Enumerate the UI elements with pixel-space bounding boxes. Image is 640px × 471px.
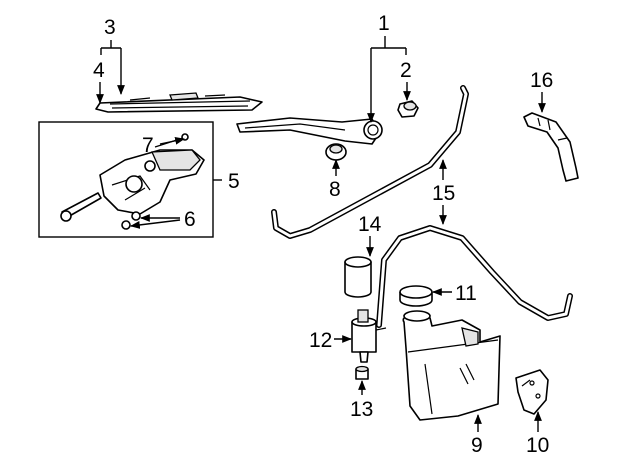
washer-hose [271, 85, 573, 328]
callout-8: 8 [329, 178, 341, 201]
callout-13: 13 [350, 398, 373, 421]
elbow-hose [523, 112, 579, 182]
callout-11: 11 [455, 282, 477, 305]
washer-reservoir [402, 310, 501, 421]
callout-7: 7 [142, 134, 154, 157]
grommet [325, 143, 347, 161]
wiper-motor [60, 133, 205, 230]
callout-15: 15 [432, 182, 455, 205]
wiper-arm [236, 117, 383, 145]
pump-grommet [355, 365, 369, 380]
callout-5: 5 [228, 170, 240, 193]
callout-1: 1 [378, 12, 390, 35]
callout-12: 12 [309, 329, 332, 352]
callout-labels: 1 2 3 4 5 6 7 8 9 10 11 12 13 14 15 16 [93, 12, 553, 457]
callout-2: 2 [400, 59, 412, 82]
callout-10: 10 [526, 434, 549, 457]
reservoir-bracket [515, 369, 549, 415]
washer-pump [351, 309, 387, 363]
leader-lines [96, 36, 546, 432]
callout-9: 9 [471, 434, 483, 457]
callout-3: 3 [104, 16, 116, 39]
callout-16: 16 [530, 69, 553, 92]
callout-14: 14 [358, 213, 382, 236]
pivot-cap [397, 100, 419, 118]
callout-6: 6 [184, 208, 196, 231]
filter-sleeve [344, 256, 372, 298]
reservoir-cap [399, 285, 433, 307]
callout-4: 4 [93, 59, 105, 82]
wiper-blade [95, 92, 263, 113]
